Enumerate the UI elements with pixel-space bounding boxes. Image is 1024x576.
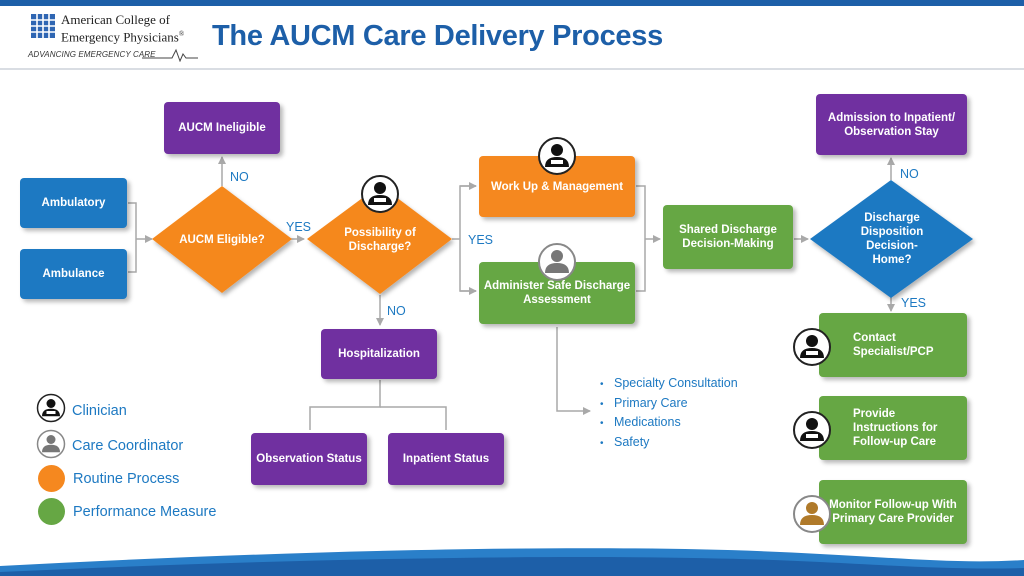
clinician-icon xyxy=(793,328,831,366)
ekg-line-icon xyxy=(142,48,198,62)
list-item: Safety xyxy=(600,435,738,455)
registered-mark: ® xyxy=(178,30,185,38)
ambulance-box: Ambulance xyxy=(20,249,127,299)
org-name-line1: American College of xyxy=(61,12,171,27)
acep-logo: American College of Emergency Physicians… xyxy=(28,12,198,64)
eligible-yes-label: YES xyxy=(286,220,312,234)
aucm-eligible-label: AUCM Eligible? xyxy=(179,234,265,246)
legend-care-coordinator-label: Care Coordinator xyxy=(72,438,184,454)
eligible-no-label: NO xyxy=(230,170,249,184)
aucm-ineligible-box: AUCM Ineligible xyxy=(164,102,280,154)
header-divider xyxy=(0,68,1024,70)
org-tagline: ADVANCING EMERGENCY CARE xyxy=(28,50,156,59)
ambulatory-box: Ambulatory xyxy=(20,178,127,228)
top-accent-bar xyxy=(0,0,1024,6)
bottom-wave xyxy=(0,548,1024,576)
disposition-label: Discharge Disposition Decision- Home? xyxy=(860,212,924,266)
legend-performance-label: Performance Measure xyxy=(73,504,217,520)
disposition-no-label: NO xyxy=(900,167,919,181)
provide-instructions-box: Provide Instructions for Follow-up Care xyxy=(819,396,967,460)
hospitalization-box: Hospitalization xyxy=(321,329,437,379)
clinician-icon xyxy=(361,175,399,213)
inpatient-status-box: Inpatient Status xyxy=(388,433,504,485)
aucm-eligible-diamond xyxy=(152,186,292,293)
observation-status-box: Observation Status xyxy=(251,433,367,485)
possibility-label: Possibility of Discharge? xyxy=(344,227,416,253)
care-coordinator-icon xyxy=(793,495,831,533)
legend-routine-swatch xyxy=(38,465,65,492)
list-item: Specialty Consultation xyxy=(600,376,738,396)
shared-decision-box: Shared Discharge Decision-Making xyxy=(663,205,793,269)
disposition-diamond xyxy=(810,180,973,298)
clinician-icon xyxy=(793,411,831,449)
assessment-items-list: Specialty Consultation Primary Care Medi… xyxy=(600,376,738,454)
care-coordinator-icon xyxy=(538,243,576,281)
possibility-no-label: NO xyxy=(387,304,406,318)
monitor-follow-up-box: Monitor Follow-up With Primary Care Prov… xyxy=(819,480,967,544)
clinician-icon xyxy=(538,137,576,175)
disposition-yes-label: YES xyxy=(901,296,927,310)
org-name: American College of Emergency Physicians… xyxy=(61,12,184,44)
admission-box: Admission to Inpatient/ Observation Stay xyxy=(816,94,967,155)
legend-performance-swatch xyxy=(38,498,65,525)
org-name-line2: Emergency Physicians xyxy=(61,29,179,45)
possibility-yes-label: YES xyxy=(468,233,494,247)
possibility-diamond xyxy=(307,185,452,294)
acep-logo-icon xyxy=(31,14,55,38)
contact-specialist-box: Contact Specialist/PCP xyxy=(819,313,967,377)
list-item: Medications xyxy=(600,415,738,435)
page-title: The AUCM Care Delivery Process xyxy=(212,20,663,52)
legend-clinician-icon xyxy=(36,393,66,423)
legend-routine-label: Routine Process xyxy=(73,471,180,487)
legend-care-coordinator-icon xyxy=(36,429,66,459)
list-item: Primary Care xyxy=(600,396,738,416)
legend-clinician-label: Clinician xyxy=(72,403,127,419)
